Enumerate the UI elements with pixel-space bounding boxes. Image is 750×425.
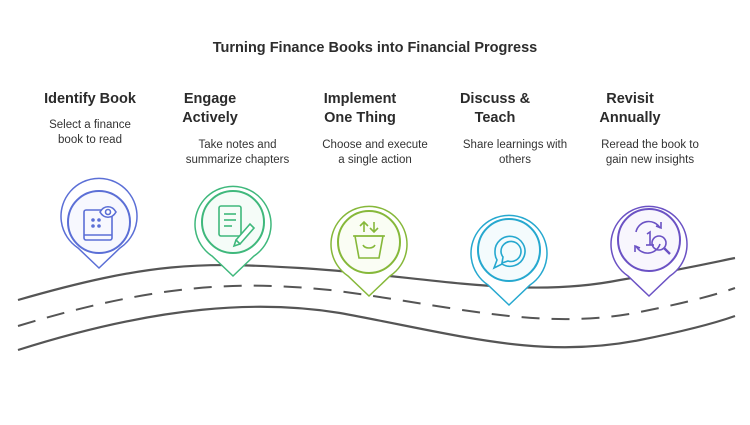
step-2-description: Take notes and summarize chapters <box>185 139 290 166</box>
step-4-pin <box>470 214 548 307</box>
chat-bubbles-icon <box>492 235 526 270</box>
step-4-description: Share learnings with others <box>462 139 568 166</box>
bucket-arrows-icon <box>353 220 385 259</box>
step-1-pin <box>60 177 138 270</box>
step-3-title: Implement One Thing <box>323 91 397 126</box>
step-5-description: Reread the book to gain new insights <box>601 139 699 166</box>
magnifier-renew-icon <box>634 220 671 255</box>
step-3-pin <box>330 205 408 298</box>
step-5-pin <box>610 205 688 298</box>
step-2-pin <box>194 185 272 278</box>
step-1-description: Select a finance book to read <box>49 119 131 146</box>
step-5-title: Revisit Annually <box>599 91 661 126</box>
diagram-title: Turning Finance Books into Financial Pro… <box>212 40 538 56</box>
step-4-title: Discuss & Teach <box>459 91 531 126</box>
book-icon <box>83 205 117 241</box>
notes-writing-icon <box>218 205 256 248</box>
step-2-title: Engage Actively <box>182 91 238 126</box>
step-1-title: Identify Book <box>44 91 136 107</box>
road-bottom-edge <box>17 305 736 352</box>
step-3-description: Choose and execute a single action <box>322 139 428 166</box>
road-center-line <box>17 284 736 327</box>
